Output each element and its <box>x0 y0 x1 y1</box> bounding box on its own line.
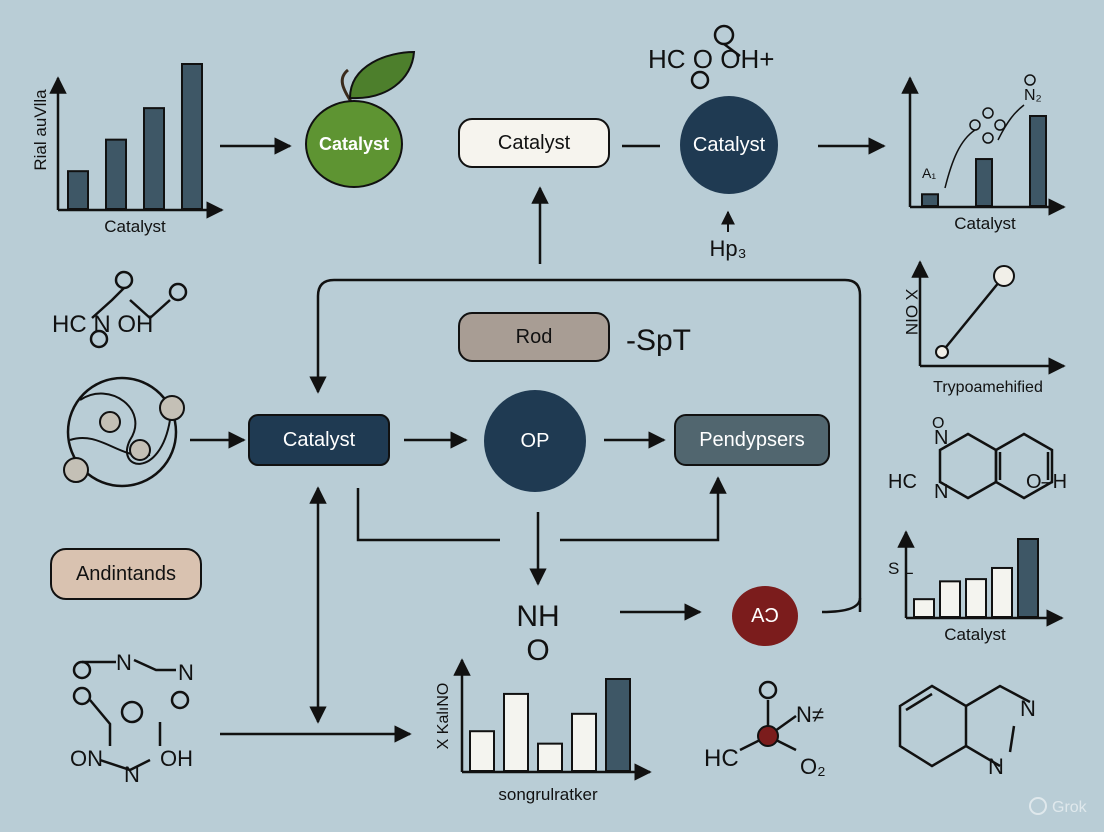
bracket-right <box>560 476 727 542</box>
chart-top-left: Catalyst Rial auVlla <box>31 63 224 236</box>
chart3-xlabel: Trypoamehified <box>933 379 1043 396</box>
left-formula: HC N OH <box>52 270 188 349</box>
spt-label: -SpT <box>626 324 691 357</box>
chart5-bar-4 <box>605 678 631 772</box>
right-mol-n-top: N <box>934 427 948 449</box>
node-green-catalyst[interactable]: Catalyst <box>305 100 403 188</box>
node-white-catalyst-label: Catalyst <box>497 131 571 154</box>
chart4-bar-2 <box>965 578 987 618</box>
chart4-bar-0 <box>913 598 935 619</box>
svg-text:HC N OH: HC N OH <box>52 311 153 338</box>
svg-text:HC O OH+: HC O OH+ <box>648 44 774 74</box>
right-molecule <box>938 432 1054 500</box>
nho-nh: NH <box>516 600 559 633</box>
bottom-molecule <box>739 680 797 752</box>
chart5-xlabel: songrulratker <box>498 785 598 804</box>
network-icon <box>63 376 185 488</box>
right-mol-o: O <box>932 415 944 432</box>
node-navy-catalyst-top[interactable]: Catalyst <box>680 96 778 194</box>
chart1-bar-2 <box>143 107 165 210</box>
chart5-bar-0 <box>469 730 495 772</box>
node-navy-catalyst-top-label: Catalyst <box>692 133 766 156</box>
svg-text:N: N <box>1020 696 1036 721</box>
chart3-point-1 <box>993 265 1015 287</box>
node-andintands-label: Andintands <box>75 562 177 585</box>
svg-text:N: N <box>178 660 194 685</box>
chart5-bar-3 <box>571 712 597 772</box>
node-white-catalyst[interactable]: Catalyst <box>458 118 610 168</box>
chart4-bar-4 <box>1017 538 1039 618</box>
svg-text:N≠: N≠ <box>796 702 824 727</box>
chart4-xlabel: Catalyst <box>944 625 1006 644</box>
node-rod[interactable]: Rod <box>458 312 610 362</box>
svg-text:O₂: O₂ <box>800 754 826 779</box>
chart2-bar-2 <box>1029 115 1047 207</box>
svg-text:ON: ON <box>70 746 103 771</box>
right-mol-oh: O–H <box>1026 471 1067 493</box>
bracket-left <box>356 488 500 542</box>
svg-text:Grok: Grok <box>1052 799 1088 816</box>
chart-bottom-center: X KalıNO songrulratker <box>435 658 652 804</box>
chart2-xlabel: Catalyst <box>954 214 1016 233</box>
chart-top-right: A₁ N₂ Catalyst <box>901 74 1066 233</box>
chart4-bar-1 <box>939 580 961 618</box>
node-op[interactable]: OP <box>484 390 586 492</box>
svg-text:N: N <box>988 754 1004 779</box>
chart-right-bottom: S L Catalyst <box>888 530 1064 644</box>
node-pendypsers[interactable]: Pendypsers <box>674 414 830 466</box>
feedback-loop <box>309 186 862 614</box>
chart4-bar-3 <box>991 566 1013 619</box>
svg-text:HC: HC <box>704 745 739 772</box>
top-formula: HC O OH+ <box>648 24 774 90</box>
leaf-icon <box>340 50 416 104</box>
node-op-label: OP <box>520 429 550 452</box>
chart2-annotation-n2: N₂ <box>1024 87 1042 104</box>
node-center-catalyst[interactable]: Catalyst <box>248 414 390 466</box>
chart4-ylabel: S L <box>888 559 914 578</box>
chart2-annotation-a: A₁ <box>922 165 936 181</box>
chart1-bar-3 <box>181 63 203 210</box>
chart1-xlabel: Catalyst <box>104 217 166 236</box>
svg-text:N: N <box>124 762 140 787</box>
node-ac[interactable]: AϽ <box>732 586 798 646</box>
watermark: Grok <box>1029 797 1088 816</box>
chart5-bar-2 <box>537 742 563 772</box>
node-green-catalyst-label: Catalyst <box>318 133 390 154</box>
right-mol-n-bot: N <box>934 481 948 503</box>
svg-text:N: N <box>116 650 132 675</box>
bottom-left-molecule <box>72 658 190 772</box>
chart1-ylabel: Rial auVlla <box>31 89 50 171</box>
chart3-point-0 <box>935 345 949 359</box>
node-center-catalyst-label: Catalyst <box>282 428 356 451</box>
bottom-right-molecule <box>898 684 1031 768</box>
hp3-label: Hp₃ <box>709 236 746 261</box>
node-ac-label: AϽ <box>751 604 779 627</box>
chart3-ylabel: X OIN <box>902 289 921 335</box>
chart3-series-line <box>941 275 1005 353</box>
chart2-bar-0 <box>921 193 939 207</box>
chart5-ylabel: X KalıNO <box>435 683 452 750</box>
node-andintands[interactable]: Andintands <box>50 548 202 600</box>
chart1-bar-0 <box>67 170 89 211</box>
node-pendypsers-label: Pendypsers <box>699 428 805 451</box>
svg-text:OH: OH <box>160 746 193 771</box>
chart-line-right: X OIN Trypoamehified <box>902 260 1066 396</box>
nho-o: O <box>526 634 549 667</box>
chart5-bar-1 <box>503 692 529 773</box>
node-rod-label: Rod <box>515 325 553 348</box>
chart2-bar-1 <box>975 158 993 207</box>
chart1-bar-1 <box>105 138 127 210</box>
right-mol-hc: HC <box>888 471 917 493</box>
